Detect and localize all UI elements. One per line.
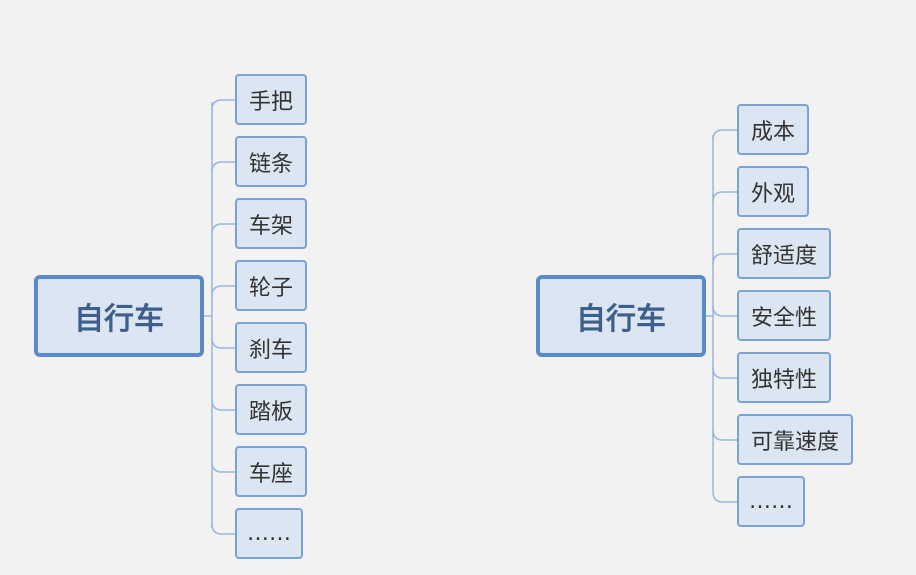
map1-node[interactable]: 链条 bbox=[235, 136, 308, 187]
map2-branch bbox=[712, 367, 738, 379]
map2-root-node[interactable]: 自行车 bbox=[536, 275, 706, 357]
map1-branch bbox=[211, 523, 236, 535]
map1-branch bbox=[211, 223, 236, 235]
map1-root-node[interactable]: 自行车 bbox=[34, 275, 204, 357]
map1-branch bbox=[211, 161, 236, 173]
map2-branch bbox=[712, 191, 738, 203]
map2-node[interactable]: …… bbox=[737, 476, 805, 527]
map2-branch bbox=[712, 305, 738, 317]
map2-branch bbox=[712, 253, 738, 265]
map1-node[interactable]: 手把 bbox=[235, 74, 308, 125]
map1-node[interactable]: 轮子 bbox=[235, 260, 308, 311]
map1-node[interactable]: 踏板 bbox=[235, 384, 308, 435]
map1-node[interactable]: …… bbox=[235, 508, 303, 559]
map2-node[interactable]: 成本 bbox=[737, 104, 810, 155]
map1-branch bbox=[211, 399, 236, 411]
map2-trunk bbox=[706, 135, 714, 493]
map2-node[interactable]: 安全性 bbox=[737, 290, 832, 341]
map1-branch bbox=[211, 461, 236, 473]
map1-node[interactable]: 刹车 bbox=[235, 322, 308, 373]
map1-node[interactable]: 车座 bbox=[235, 446, 308, 497]
map2-node[interactable]: 舒适度 bbox=[737, 228, 832, 279]
map2-node[interactable]: 可靠速度 bbox=[737, 414, 854, 465]
map2-branch bbox=[712, 491, 738, 503]
map1-branch bbox=[211, 285, 236, 297]
map2-branch bbox=[712, 429, 738, 441]
map1-branch bbox=[211, 337, 236, 349]
map2-branch bbox=[712, 129, 738, 141]
map2-node[interactable]: 独特性 bbox=[737, 352, 832, 403]
map1-branch bbox=[211, 99, 236, 111]
map1-trunk bbox=[204, 102, 213, 528]
map2-node[interactable]: 外观 bbox=[737, 166, 810, 217]
map1-node[interactable]: 车架 bbox=[235, 198, 308, 249]
